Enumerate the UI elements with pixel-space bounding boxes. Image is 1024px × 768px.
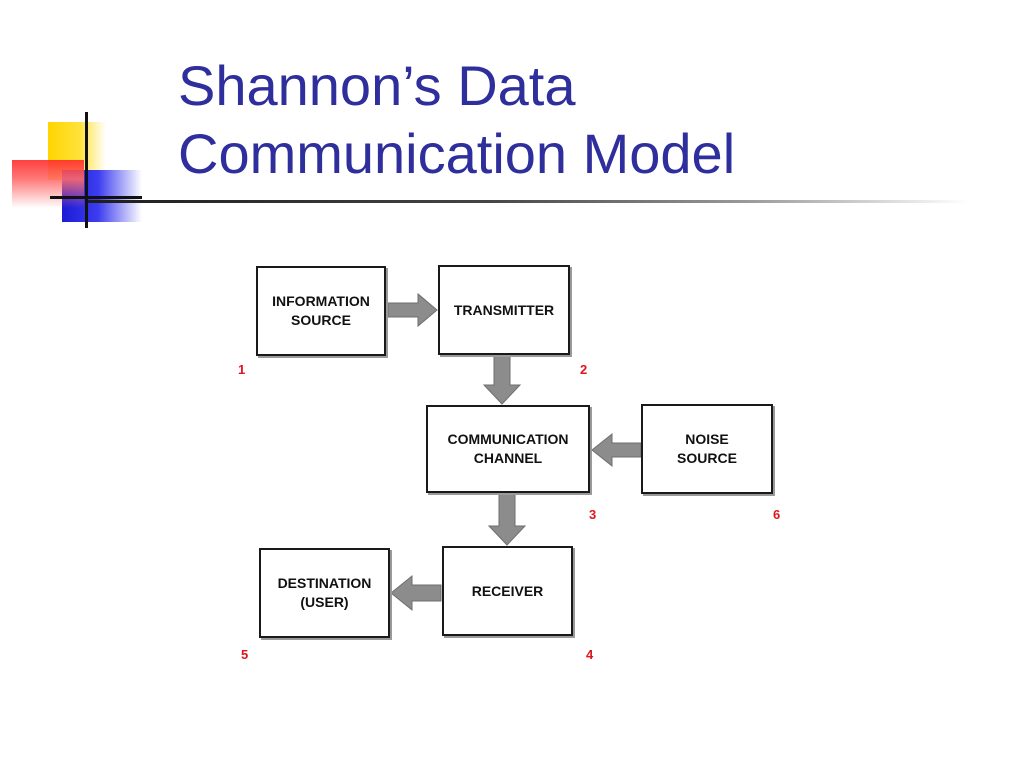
block-number-3: 3	[589, 507, 597, 522]
destination-label-line-2: (USER)	[300, 594, 349, 610]
arrow-source-to-transmitter	[387, 292, 438, 328]
block-number-1: 1	[238, 362, 246, 377]
block-number-2: 2	[580, 362, 588, 377]
communication-channel-label-line-1: COMMUNICATION	[447, 431, 569, 447]
destination-label-line-1: DESTINATION	[277, 575, 372, 591]
arrow-transmitter-to-channel	[482, 355, 522, 405]
communication-channel-label-line-2: CHANNEL	[473, 450, 543, 466]
arrow-channel-to-receiver	[487, 493, 527, 546]
slide-title: Shannon’s Data Communication Model	[178, 52, 735, 188]
information-source-block: INFORMATION SOURCE	[256, 266, 386, 356]
arrow-receiver-to-destination	[390, 574, 442, 612]
information-source-label-line-1: INFORMATION	[272, 293, 370, 309]
ornament-red-square	[12, 160, 84, 208]
slide-title-line-1: Shannon’s Data	[178, 54, 576, 117]
ornament-horizontal-line	[50, 196, 142, 199]
noise-source-label-line-1: NOISE	[685, 431, 729, 447]
transmitter-label: TRANSMITTER	[453, 301, 555, 318]
receiver-label: RECEIVER	[471, 582, 544, 599]
title-underline	[88, 200, 968, 203]
receiver-block: RECEIVER	[442, 546, 573, 636]
block-number-4: 4	[586, 647, 594, 662]
noise-source-block: NOISE SOURCE	[641, 404, 773, 494]
slide-title-line-2: Communication Model	[178, 122, 736, 185]
communication-channel-block: COMMUNICATION CHANNEL	[426, 405, 590, 493]
ornament-vertical-line	[85, 112, 88, 228]
arrow-noise-to-channel	[591, 432, 642, 468]
information-source-label-line-2: SOURCE	[291, 312, 351, 328]
noise-source-label-line-2: SOURCE	[677, 450, 737, 466]
destination-block: DESTINATION (USER)	[259, 548, 390, 638]
block-number-5: 5	[241, 647, 249, 662]
block-number-6: 6	[773, 507, 781, 522]
transmitter-block: TRANSMITTER	[438, 265, 570, 355]
